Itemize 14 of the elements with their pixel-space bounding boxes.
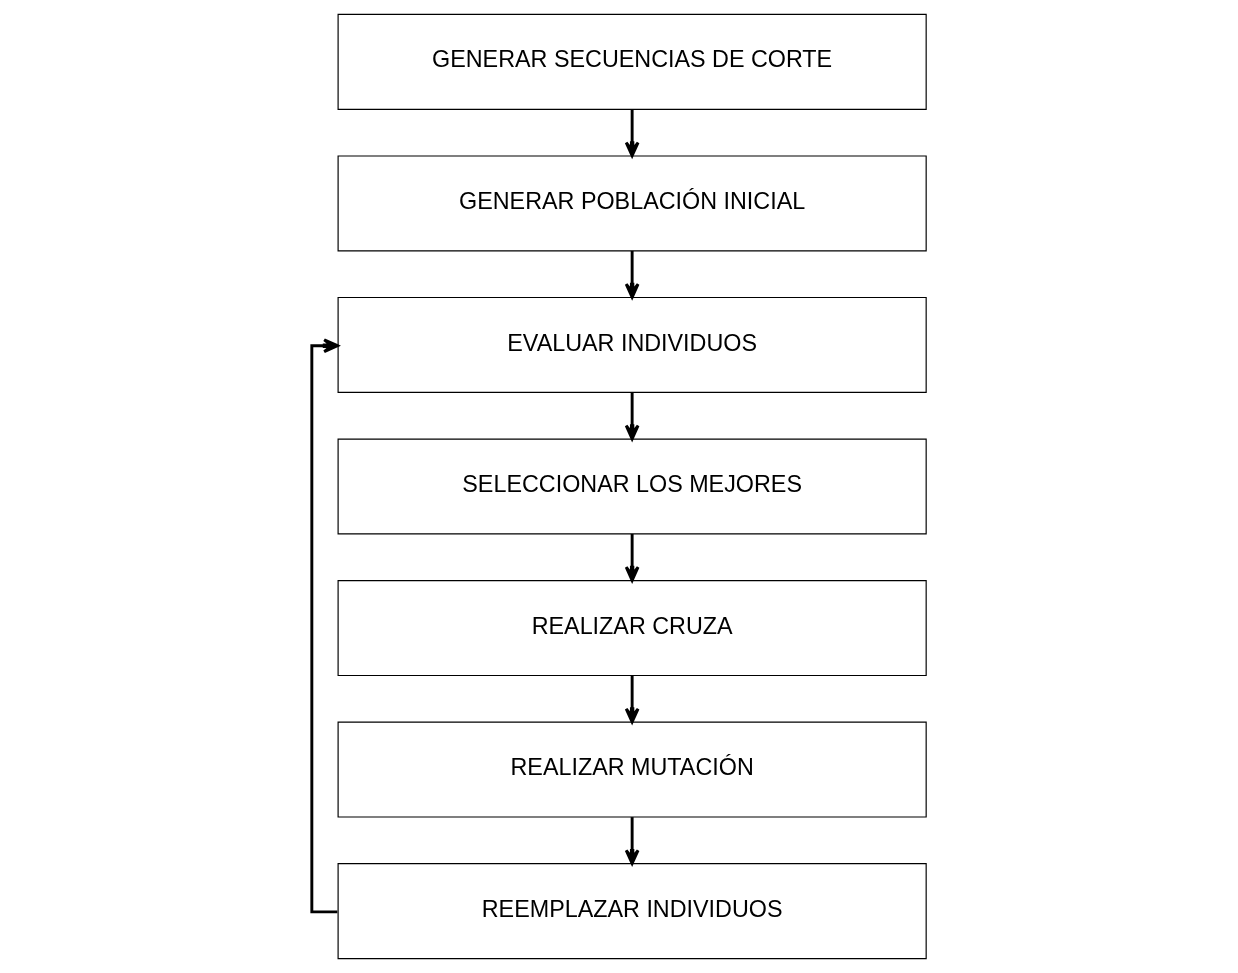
node-box: SELECCIONAR LOS MEJORES [337,438,927,535]
arrow [310,338,339,914]
arrow [624,109,640,158]
node-box: GENERAR POBLACIÓN INICIAL [337,155,927,252]
node-box: GENERAR SECUENCIAS DE CORTE [337,13,927,110]
node-box: EVALUAR INDIVIDUOS [337,296,927,393]
arrow [624,250,640,299]
node-box: REALIZAR CRUZA [337,580,927,677]
node-box: REEMPLAZAR INDIVIDUOS [337,863,927,960]
arrow [624,817,640,865]
arrow [624,534,640,582]
node-box: REALIZAR MUTACIÓN [337,721,927,818]
arrow [624,392,640,441]
arrow [624,675,640,724]
